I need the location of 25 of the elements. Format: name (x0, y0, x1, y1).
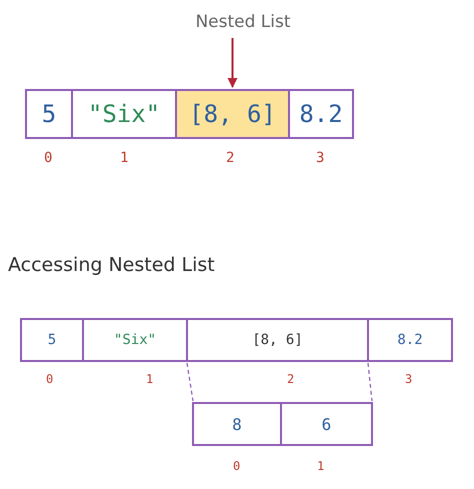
connector-line (186, 362, 194, 402)
index-label: 1 (120, 150, 128, 166)
list-cell: 8 (192, 402, 282, 446)
list-cell: "Six" (71, 89, 177, 139)
list-cell: 8.2 (288, 89, 354, 139)
list-cell: 5 (25, 89, 73, 139)
index-label: 3 (316, 150, 324, 166)
index-label: 1 (317, 459, 324, 473)
list-cell: 8.2 (367, 318, 453, 362)
list-cell: 6 (280, 402, 373, 446)
list-cell: 5 (20, 318, 84, 362)
list-cell: [8, 6] (186, 318, 369, 362)
list-cell: "Six" (82, 318, 188, 362)
index-label: 3 (405, 372, 412, 386)
heading-label: Nested List (180, 8, 306, 36)
connector-line (367, 362, 373, 402)
list-cell: [8, 6] (175, 89, 290, 139)
index-label: 0 (46, 372, 54, 386)
index-label: 0 (233, 459, 240, 473)
arrow (228, 38, 238, 88)
index-label: 1 (146, 372, 154, 386)
index-label: 2 (226, 150, 234, 166)
index-label: 0 (44, 150, 52, 166)
section-heading: Accessing Nested List (8, 254, 215, 276)
index-label: 2 (287, 372, 294, 386)
